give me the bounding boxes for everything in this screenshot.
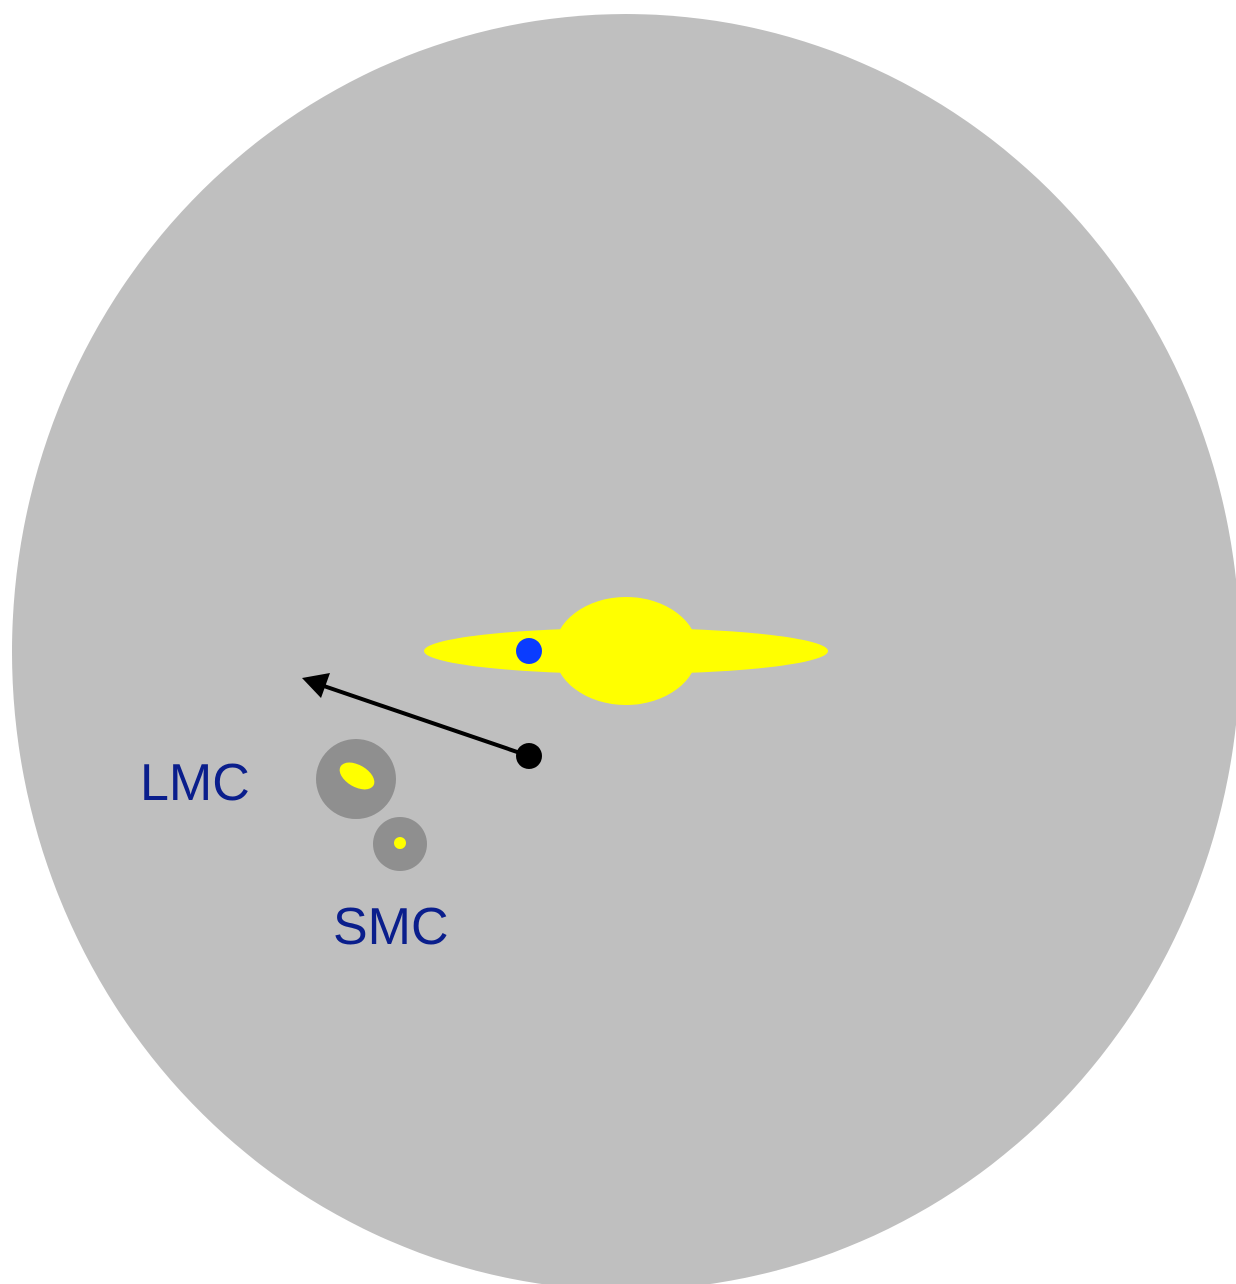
smc-galaxy bbox=[394, 837, 406, 849]
sun-marker bbox=[516, 638, 542, 664]
motion-origin-dot bbox=[516, 743, 542, 769]
motion-arrow-head bbox=[302, 673, 330, 698]
motion-arrow-shaft bbox=[317, 682, 530, 758]
lmc-label: LMC bbox=[140, 754, 250, 812]
galactic-bulge bbox=[554, 597, 698, 705]
smc-label: SMC bbox=[333, 898, 449, 956]
lmc-galaxy bbox=[339, 762, 375, 790]
